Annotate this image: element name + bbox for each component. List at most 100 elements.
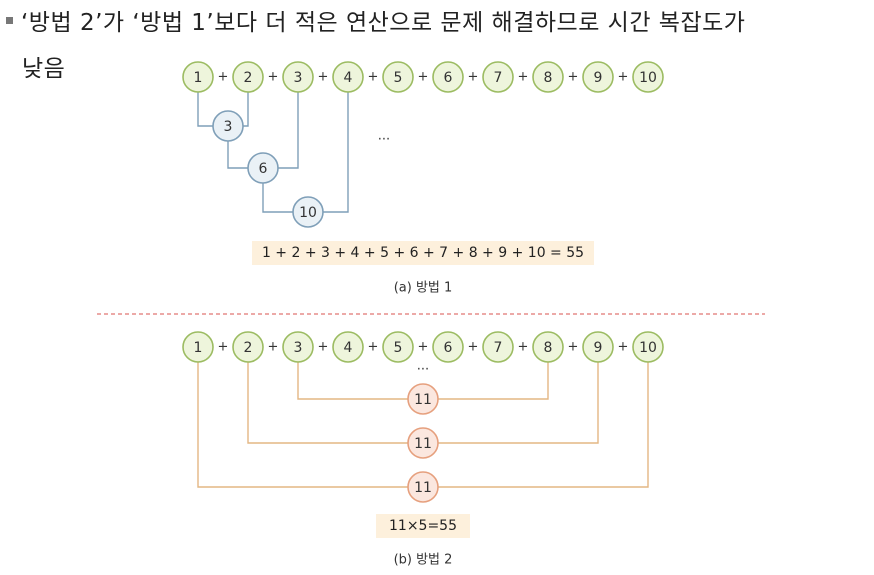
method1-plus-5: + xyxy=(418,70,429,85)
method1-number-7-label: 7 xyxy=(494,70,503,86)
method1-number-9-label: 9 xyxy=(594,70,603,86)
method2-pair-lines xyxy=(197,362,649,488)
method2-number-3: 3 xyxy=(282,331,314,363)
method1-number-1-label: 1 xyxy=(194,70,203,86)
method1-number-4-circle xyxy=(332,61,364,93)
method2-plus-4: + xyxy=(368,340,379,355)
method2-number-10-circle xyxy=(632,331,664,363)
pair-line-right-2 xyxy=(438,362,599,444)
method2-plus-5: + xyxy=(418,340,429,355)
method1-number-10: 10 xyxy=(632,61,664,93)
method2-equation-band xyxy=(376,514,470,538)
method1-number-5: 5 xyxy=(382,61,414,93)
method2-pair-sum-3: 11 xyxy=(407,471,439,503)
method2-number-6: 6 xyxy=(432,331,464,363)
tree-line-3-to-6 xyxy=(227,141,248,169)
method1-partial-sum-3: 3 xyxy=(212,110,244,142)
method1-equation: 1 + 2 + 3 + 4 + 5 + 6 + 7 + 8 + 9 + 10 =… xyxy=(262,245,584,261)
method1-tree-lines xyxy=(197,92,349,213)
method2-number-1: 1 xyxy=(182,331,214,363)
method1-plus-1: + xyxy=(218,70,229,85)
method2-number-4-label: 4 xyxy=(344,340,353,356)
method2-plus-6: + xyxy=(468,340,479,355)
method2-ellipsis: ... xyxy=(417,359,429,374)
statement-line-2: 낮음 xyxy=(22,56,66,82)
method1-number-2-label: 2 xyxy=(244,70,253,86)
tree-line-add3-to-6 xyxy=(278,92,299,169)
method1-plus-4: + xyxy=(368,70,379,85)
method1-number-7: 7 xyxy=(482,61,514,93)
method1-number-2: 2 xyxy=(232,61,264,93)
method2-number-8-label: 8 xyxy=(544,340,553,356)
method2-pair-sums: 11 11 11 xyxy=(407,383,439,503)
method2-pair-sum-1: 11 xyxy=(407,383,439,415)
method1-partial-sum-10-label: 10 xyxy=(299,205,317,221)
method2-number-3-label: 3 xyxy=(294,340,303,356)
method2-caption: (b) 방법 2 xyxy=(394,553,453,568)
method2-pair-sum-3-circle xyxy=(407,471,439,503)
method2-plus-1: + xyxy=(218,340,229,355)
method2-number-1-circle xyxy=(182,331,214,363)
method2-plus-8: + xyxy=(568,340,579,355)
method1-partial-sums: 3 6 10 xyxy=(212,110,324,228)
method1-number-3-label: 3 xyxy=(294,70,303,86)
tree-line-add4-to-10 xyxy=(323,92,349,213)
method1-number-10-label: 10 xyxy=(639,70,657,86)
method2-plus-7: + xyxy=(518,340,529,355)
method2-number-8: 8 xyxy=(532,331,564,363)
method1-plus-6: + xyxy=(468,70,479,85)
statement-line-1: ‘방법 2’가 ‘방법 1’보다 더 적은 연산으로 문제 해결하므로 시간 복… xyxy=(21,10,746,36)
method1-number-5-label: 5 xyxy=(394,70,403,86)
method1-number-10-circle xyxy=(632,61,664,93)
tree-line-2-to-3 xyxy=(243,92,249,127)
method2-pair-sum-1-label: 11 xyxy=(414,392,432,408)
method2-number-2-circle xyxy=(232,331,264,363)
method1-partial-sum-6: 6 xyxy=(247,152,279,184)
method1-number-3: 3 xyxy=(282,61,314,93)
method2-number-5-circle xyxy=(382,331,414,363)
method2-pair-sum-1-circle xyxy=(407,383,439,415)
method2-number-8-circle xyxy=(532,331,564,363)
method2-number-7-circle xyxy=(482,331,514,363)
method2-number-6-circle xyxy=(432,331,464,363)
method2-number-4-circle xyxy=(332,331,364,363)
method1-number-5-circle xyxy=(382,61,414,93)
method1-partial-sum-3-circle xyxy=(212,110,244,142)
method1-number-6-circle xyxy=(432,61,464,93)
method2-number-9: 9 xyxy=(582,331,614,363)
method2-number-2-label: 2 xyxy=(244,340,253,356)
method1-number-7-circle xyxy=(482,61,514,93)
method1-number-3-circle xyxy=(282,61,314,93)
method2-number-5-label: 5 xyxy=(394,340,403,356)
tree-line-6-to-10 xyxy=(262,183,293,213)
method1-number-9: 9 xyxy=(582,61,614,93)
method2-plus-2: + xyxy=(268,340,279,355)
method1-number-4-label: 4 xyxy=(344,70,353,86)
method2-number-4: 4 xyxy=(332,331,364,363)
method2-number-1-label: 1 xyxy=(194,340,203,356)
method1-number-2-circle xyxy=(232,61,264,93)
pair-line-left-1 xyxy=(297,362,408,400)
method1-ellipsis: ... xyxy=(378,129,390,144)
method2-number-9-label: 9 xyxy=(594,340,603,356)
method1-partial-sum-6-circle xyxy=(247,152,279,184)
method2-pair-sum-2-label: 11 xyxy=(414,436,432,452)
method2-number-5: 5 xyxy=(382,331,414,363)
bullet-square-icon xyxy=(6,17,13,24)
method1-partial-sum-6-label: 6 xyxy=(259,161,268,177)
method1-partial-sum-3-label: 3 xyxy=(224,119,233,135)
method1-plus-2: + xyxy=(268,70,279,85)
pair-line-right-3 xyxy=(438,362,649,488)
method2-pair-sum-3-label: 11 xyxy=(414,480,432,496)
method1-number-6: 6 xyxy=(432,61,464,93)
method1-number-1: 1 xyxy=(182,61,214,93)
bullet-statement: ‘방법 2’가 ‘방법 1’보다 더 적은 연산으로 문제 해결하므로 시간 복… xyxy=(6,0,874,92)
method1-number-4: 4 xyxy=(332,61,364,93)
method1-number-8: 8 xyxy=(532,61,564,93)
method1-partial-sum-10: 10 xyxy=(292,196,324,228)
method2-number-10-label: 10 xyxy=(639,340,657,356)
method2-number-2: 2 xyxy=(232,331,264,363)
